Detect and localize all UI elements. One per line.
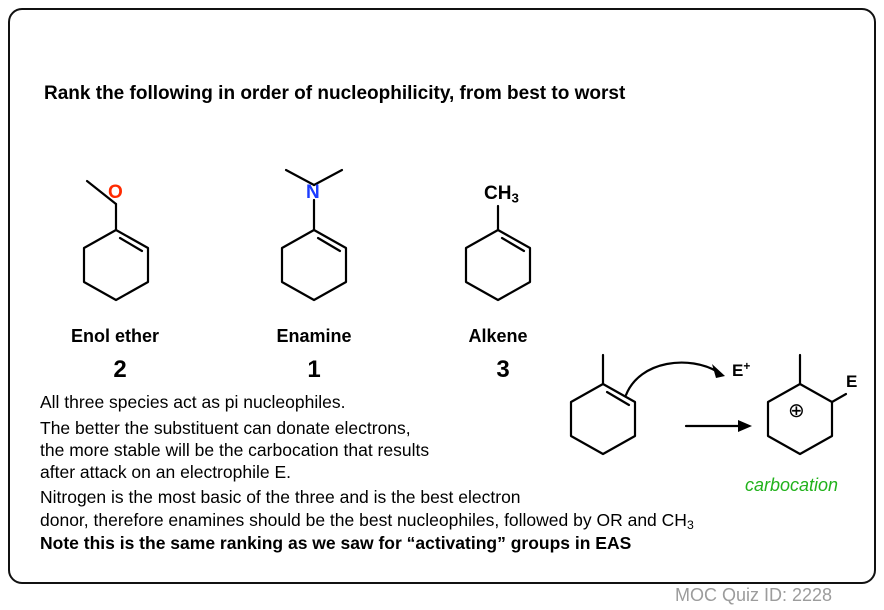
alkene-rank: 3 xyxy=(496,356,510,383)
alkene-label: Alkene xyxy=(468,326,528,346)
quiz-id: MOC Quiz ID: 2228 xyxy=(675,585,833,605)
explanation-line-2: The better the substituent can donate el… xyxy=(40,418,411,438)
explanation-note: Note this is the same ranking as we saw … xyxy=(40,533,632,553)
alkene-structure xyxy=(464,204,532,302)
enol-ether-structure xyxy=(82,179,150,302)
enol-ether-rank: 2 xyxy=(113,356,127,383)
methyl-group: CH3 xyxy=(484,183,519,206)
reaction-arrow-head xyxy=(738,420,752,432)
explanation-line-3: the more stable will be the carbocation … xyxy=(40,440,430,460)
enol-ether-label: Enol ether xyxy=(70,326,159,346)
explanation-line-5: Nitrogen is the most basic of the three … xyxy=(40,487,521,507)
curved-arrow-head xyxy=(712,364,725,378)
oxygen-atom: O xyxy=(108,182,123,203)
quiz-card xyxy=(8,8,876,584)
product-electrophile-label: E xyxy=(846,372,858,391)
explanation-line-6: donor, therefore enamines should be the … xyxy=(40,510,694,533)
reactant-alkene-structure xyxy=(569,353,637,456)
plus-charge-icon: ⊕ xyxy=(788,400,805,422)
nitrogen-atom: N xyxy=(306,182,320,203)
carbocation-structure xyxy=(766,353,848,456)
explanation-line-4: after attack on an electrophile E. xyxy=(40,462,291,482)
enamine-label: Enamine xyxy=(276,326,352,346)
carbocation-label: carbocation xyxy=(745,475,839,495)
curved-arrow xyxy=(624,361,720,397)
enamine-structure xyxy=(280,168,348,302)
question-title: Rank the following in order of nucleophi… xyxy=(44,83,626,104)
explanation-line-1: All three species act as pi nucleophiles… xyxy=(40,392,346,412)
enamine-rank: 1 xyxy=(307,356,321,383)
electrophile-label: E+ xyxy=(732,359,751,380)
